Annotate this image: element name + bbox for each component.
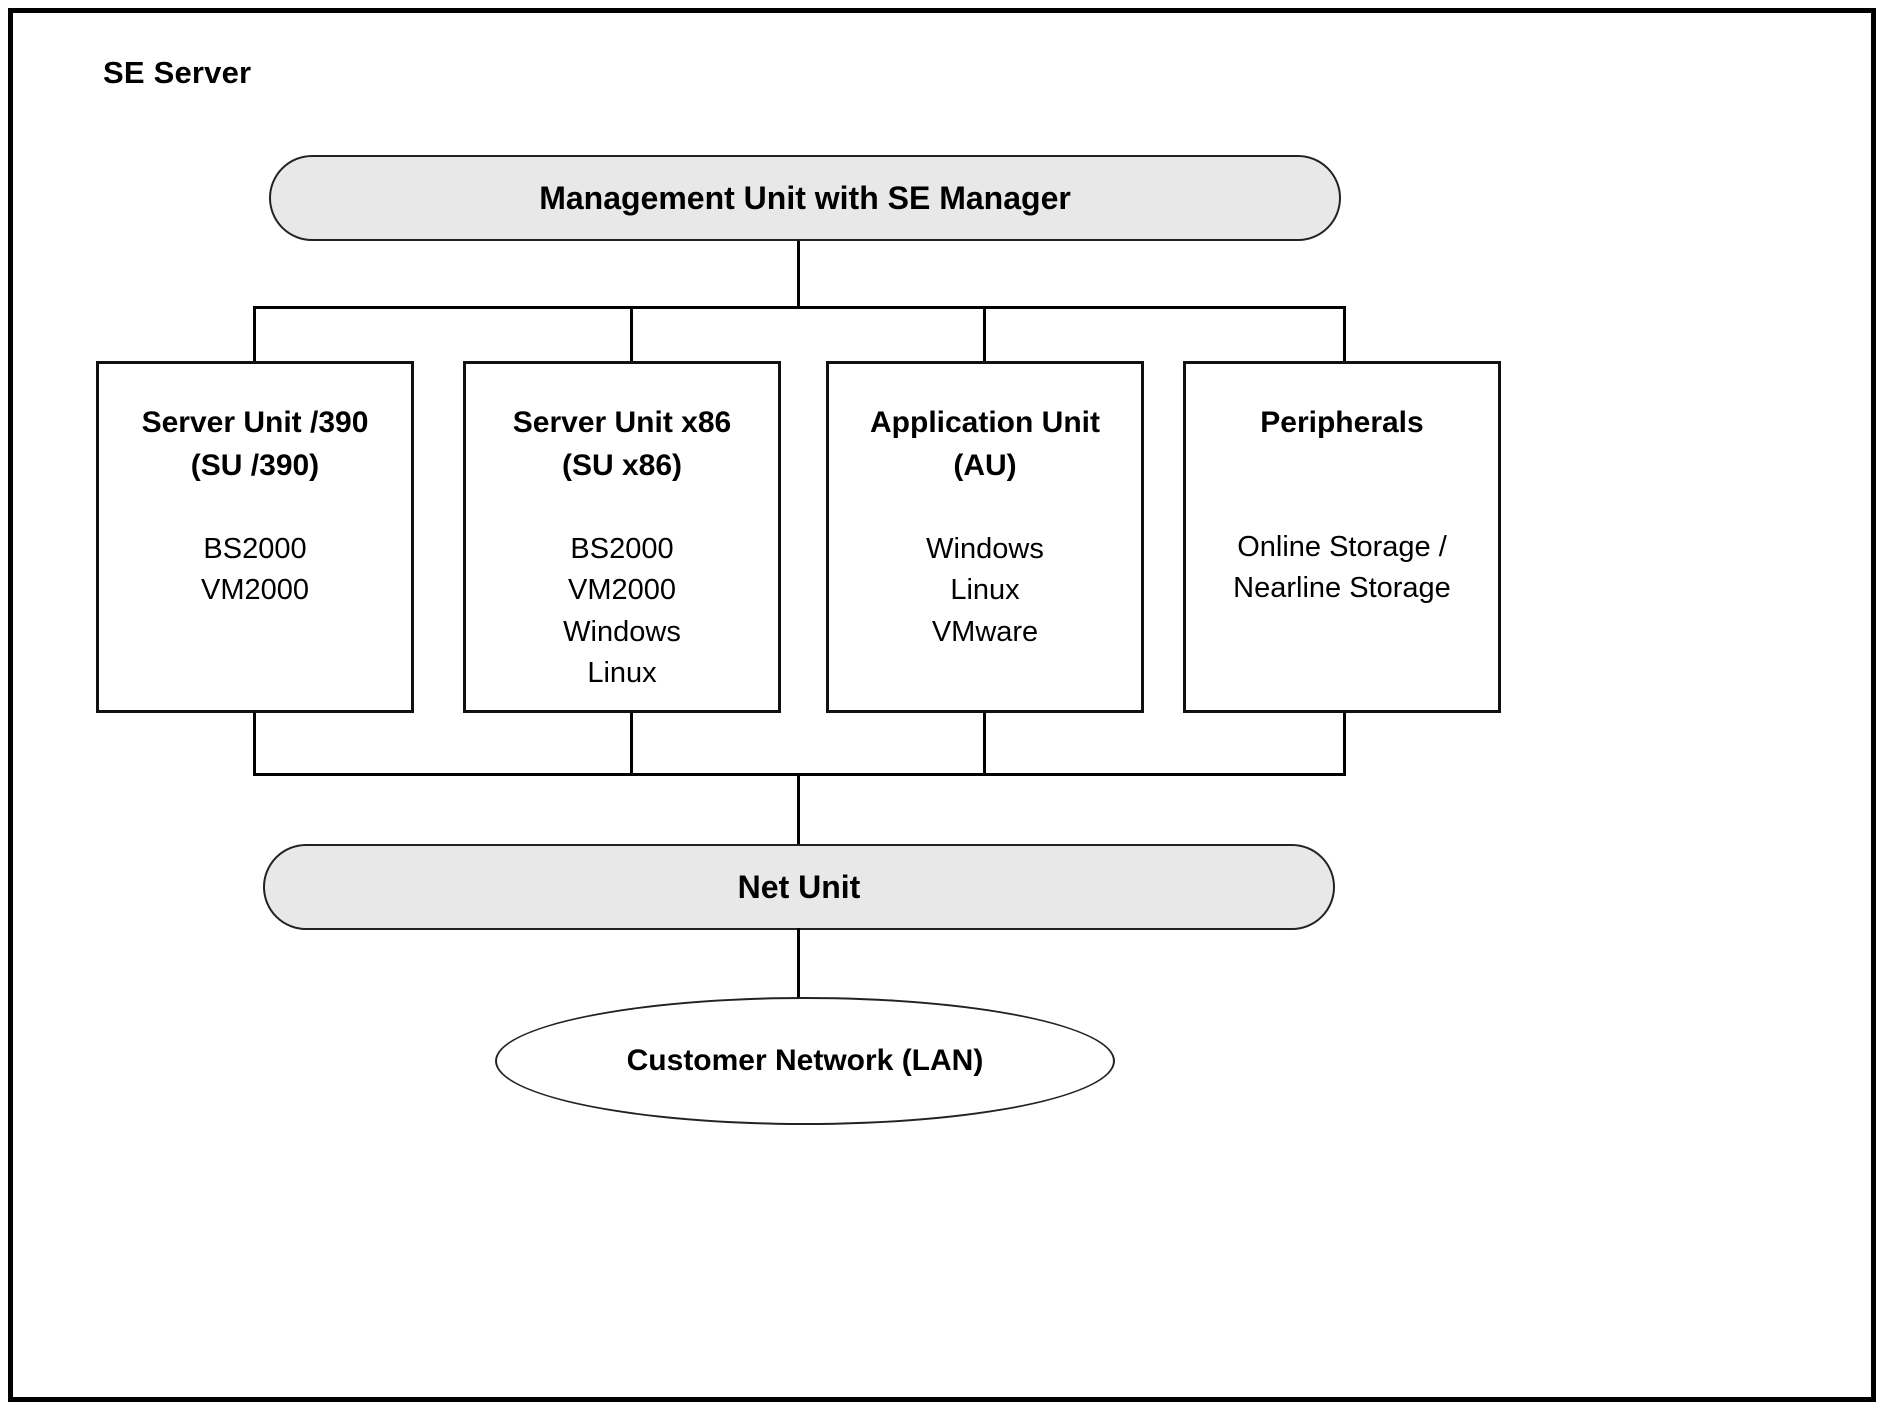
node-peripherals[interactable]: Peripherals Online Storage / Nearline St… bbox=[1183, 361, 1501, 713]
connector-riser-sux86 bbox=[630, 713, 633, 775]
node-customer-network[interactable]: Customer Network (LAN) bbox=[495, 997, 1115, 1125]
list-item: Windows bbox=[926, 533, 1044, 566]
connector-drop-sux86 bbox=[630, 306, 633, 364]
server-unit-390-title-line2: (SU /390) bbox=[190, 448, 320, 482]
application-unit-title-line1: Application Unit bbox=[870, 406, 1100, 439]
connector-top-bus bbox=[253, 306, 1346, 309]
connector-drop-su390 bbox=[253, 306, 256, 364]
server-unit-x86-title-line1: Server Unit x86 bbox=[512, 406, 732, 439]
peripherals-title-line1: Peripherals bbox=[1260, 406, 1424, 439]
node-server-unit-x86[interactable]: Server Unit x86 (SU x86) BS2000 VM2000 W… bbox=[463, 361, 781, 713]
net-unit-label: Net Unit bbox=[737, 868, 861, 905]
list-item: Online Storage / bbox=[1237, 530, 1447, 563]
page-title: SE Server bbox=[103, 55, 252, 90]
server-unit-x86-items: BS2000 VM2000 Windows Linux bbox=[466, 529, 778, 694]
list-item: Nearline Storage bbox=[1233, 571, 1451, 604]
server-unit-390-title-line1: Server Unit /390 bbox=[141, 406, 369, 439]
se-server-frame: SE Server Management Unit with SE Manage… bbox=[8, 8, 1876, 1402]
peripherals-items: Online Storage / Nearline Storage bbox=[1186, 527, 1498, 609]
application-unit-items: Windows Linux VMware bbox=[829, 529, 1141, 653]
node-application-unit[interactable]: Application Unit (AU) Windows Linux VMwa… bbox=[826, 361, 1144, 713]
connector-netunit-stem bbox=[797, 773, 800, 846]
server-unit-390-title: Server Unit /390 (SU /390) bbox=[99, 402, 411, 487]
list-item: BS2000 bbox=[570, 533, 674, 566]
list-item: Linux bbox=[950, 574, 1020, 607]
list-item: Linux bbox=[587, 656, 657, 689]
connector-lan-stem bbox=[797, 928, 800, 1000]
node-management-unit[interactable]: Management Unit with SE Manager bbox=[269, 155, 1341, 241]
connector-drop-peripherals bbox=[1343, 306, 1346, 364]
customer-network-label: Customer Network (LAN) bbox=[626, 1044, 984, 1077]
connector-drop-au bbox=[983, 306, 986, 364]
list-item: VMware bbox=[931, 615, 1039, 648]
connector-riser-su390 bbox=[253, 713, 256, 775]
server-unit-x86-title-line2: (SU x86) bbox=[561, 448, 683, 482]
server-unit-x86-title: Server Unit x86 (SU x86) bbox=[466, 402, 778, 487]
application-unit-title-line2: (AU) bbox=[953, 448, 1017, 482]
application-unit-title: Application Unit (AU) bbox=[829, 402, 1141, 487]
node-server-unit-390[interactable]: Server Unit /390 (SU /390) BS2000 VM2000 bbox=[96, 361, 414, 713]
peripherals-title: Peripherals bbox=[1186, 402, 1498, 445]
management-unit-label: Management Unit with SE Manager bbox=[539, 179, 1071, 216]
connector-riser-au bbox=[983, 713, 986, 775]
list-item: Windows bbox=[563, 615, 681, 648]
list-item: VM2000 bbox=[200, 574, 309, 607]
node-net-unit[interactable]: Net Unit bbox=[263, 844, 1335, 930]
list-item: VM2000 bbox=[567, 574, 676, 607]
connector-riser-peripherals bbox=[1343, 713, 1346, 775]
list-item: BS2000 bbox=[203, 533, 307, 566]
connector-mu-stem bbox=[797, 241, 800, 309]
server-unit-390-items: BS2000 VM2000 bbox=[99, 529, 411, 611]
